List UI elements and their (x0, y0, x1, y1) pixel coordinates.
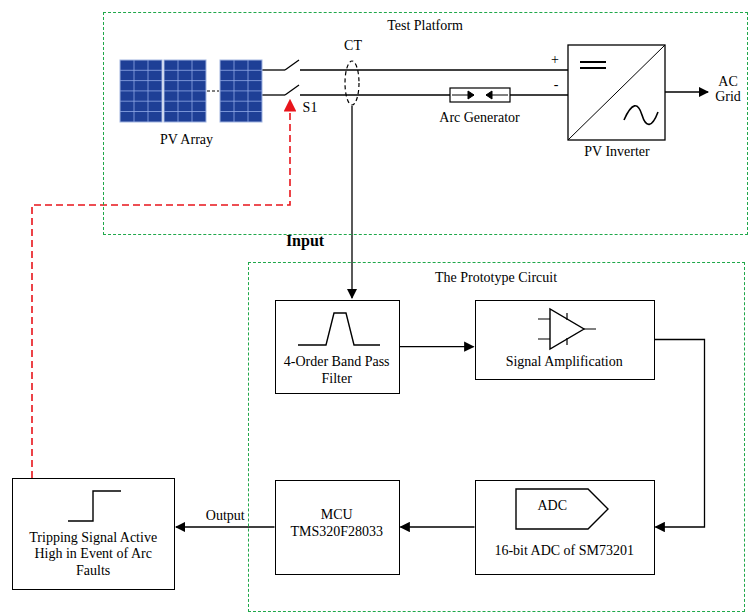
ac-arrow (665, 91, 708, 92)
wire (300, 69, 568, 70)
node-label: 16-bit ADC of SM73201 (478, 543, 650, 560)
wire (262, 94, 285, 95)
component-figure: Arc Generator (430, 80, 530, 130)
trip-line (32, 100, 290, 478)
node-label: Tripping Signal Active High in Event of … (20, 530, 167, 580)
signal-arrow (655, 340, 705, 528)
bandpass-symbol (298, 313, 380, 345)
signal-arrow (400, 346, 474, 347)
arc-generator-symbol (450, 88, 510, 102)
process-box: Tripping Signal Active High in Event of … (12, 478, 175, 590)
wire (510, 94, 568, 95)
signal-label: Input (280, 232, 330, 250)
node-label: Arc Generator (430, 110, 530, 127)
arc-electrodes (452, 91, 508, 99)
wire (300, 94, 450, 95)
ct-sensor (345, 61, 359, 105)
pv-panel (220, 60, 262, 122)
terminal-label: + (548, 52, 562, 67)
pv-panel (120, 60, 162, 122)
dashed-link (207, 90, 219, 91)
process-box: MCU TMS320F28033 (275, 480, 400, 575)
pv-panel (164, 60, 206, 122)
component-figure: PV Array (112, 52, 272, 152)
icon (476, 481, 656, 576)
signal-label: AC Grid (710, 74, 746, 105)
signal-arrow (401, 526, 475, 527)
edge-label: Output (204, 508, 247, 523)
node-label: ADC (522, 498, 582, 515)
switch-blade (285, 60, 299, 70)
adc-symbol (516, 489, 608, 529)
inverter-symbol (568, 45, 665, 140)
inverter-box (568, 45, 665, 140)
dashed-region: The Prototype Circuit 4-Order Band Pass F… (248, 262, 745, 612)
node-label: MCU TMS320F28033 (282, 507, 391, 541)
terminal-label: S1 (298, 100, 322, 115)
component-figure: PV Inverter (560, 40, 675, 165)
node-label: 4-Order Band Pass Filter (278, 354, 395, 388)
node-label: PV Array (132, 132, 242, 149)
process-box: ADC 16-bit ADC of SM73201 (475, 480, 655, 575)
node-label: PV Inverter (560, 144, 675, 161)
region-title: The Prototype Circuit (248, 270, 745, 287)
dashed-region: Test Platform PV Array Arc Generator PV Inv… (103, 12, 748, 235)
process-box: 4-Order Band Pass Filter (275, 300, 400, 394)
amplifier-symbol (538, 309, 596, 349)
signal-arrow (176, 526, 275, 527)
terminal-label: - (549, 77, 563, 92)
wire (262, 69, 285, 70)
terminal-label: CT (338, 38, 368, 53)
input-arrow (351, 106, 352, 298)
switch-blade (285, 85, 299, 95)
process-box: Signal Amplification (475, 300, 655, 380)
step-symbol (68, 491, 121, 521)
node-label: Signal Amplification (478, 354, 650, 371)
region-title: Test Platform (103, 18, 748, 35)
